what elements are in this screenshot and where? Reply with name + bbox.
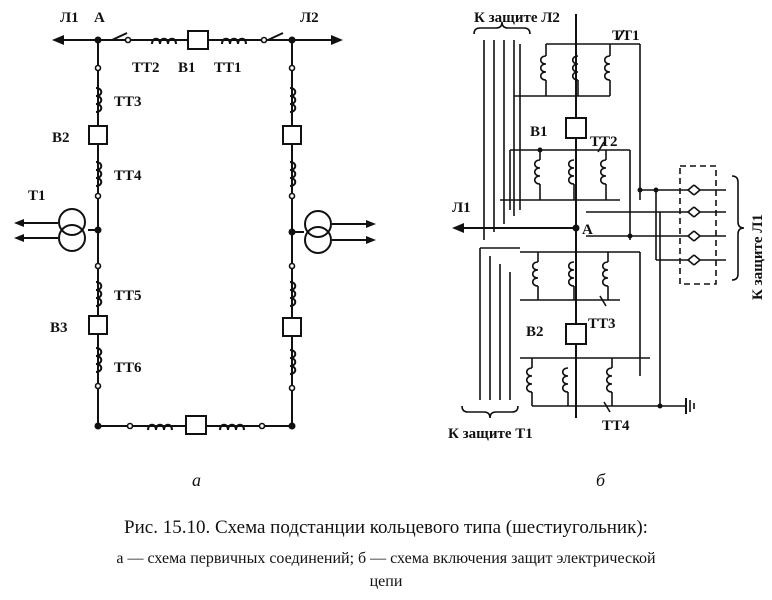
label-tt1-b: ТТ1 [612, 28, 640, 44]
label-l1: Л1 [60, 10, 79, 26]
label-tt5: ТТ5 [114, 288, 142, 304]
label-b3: В3 [50, 320, 68, 336]
caption-line-3: цепи [370, 573, 403, 590]
label-b1: В1 [178, 60, 196, 76]
label-tt1: ТТ1 [214, 60, 242, 76]
label-b2-b: В2 [526, 324, 544, 340]
label-node-a: А [94, 10, 105, 26]
caption-line-2: а — схема первичных соединений; б — схем… [116, 550, 656, 567]
label-tt4: ТТ4 [114, 168, 142, 184]
label-tt2: ТТ2 [132, 60, 160, 76]
label-t1: Т1 [28, 188, 46, 204]
label-to-l1-protection: К защите Л1 [750, 214, 766, 300]
label-tt3: ТТ3 [114, 94, 142, 110]
sublabel-b: б [596, 470, 606, 490]
label-to-l2-protection: К защите Л2 [474, 10, 560, 26]
protection-connection-diagram: К защите Л2 ТТ1 В1 ТТ2 Л1 А ТТ3 В2 К защ… [448, 10, 766, 442]
label-tt6: ТТ6 [114, 360, 142, 376]
label-to-t1-protection: К защите Т1 [448, 426, 533, 442]
label-tt2-b: ТТ2 [590, 134, 618, 150]
label-tt4-b: ТТ4 [602, 418, 630, 434]
label-l2: Л2 [300, 10, 319, 26]
caption-title: Рис. 15.10. Схема подстанции кольцевого … [124, 517, 648, 538]
label-l1-b: Л1 [452, 200, 471, 216]
label-node-a-b: А [582, 222, 593, 238]
label-tt3-b: ТТ3 [588, 316, 616, 332]
label-b2: В2 [52, 130, 70, 146]
primary-connections-diagram: Л1 А Л2 ТТ2 В1 ТТ1 ТТ3 В2 ТТ4 Т1 ТТ5 В3 … [14, 10, 376, 435]
sublabel-a: а [192, 470, 201, 490]
label-b1-b: В1 [530, 124, 548, 140]
